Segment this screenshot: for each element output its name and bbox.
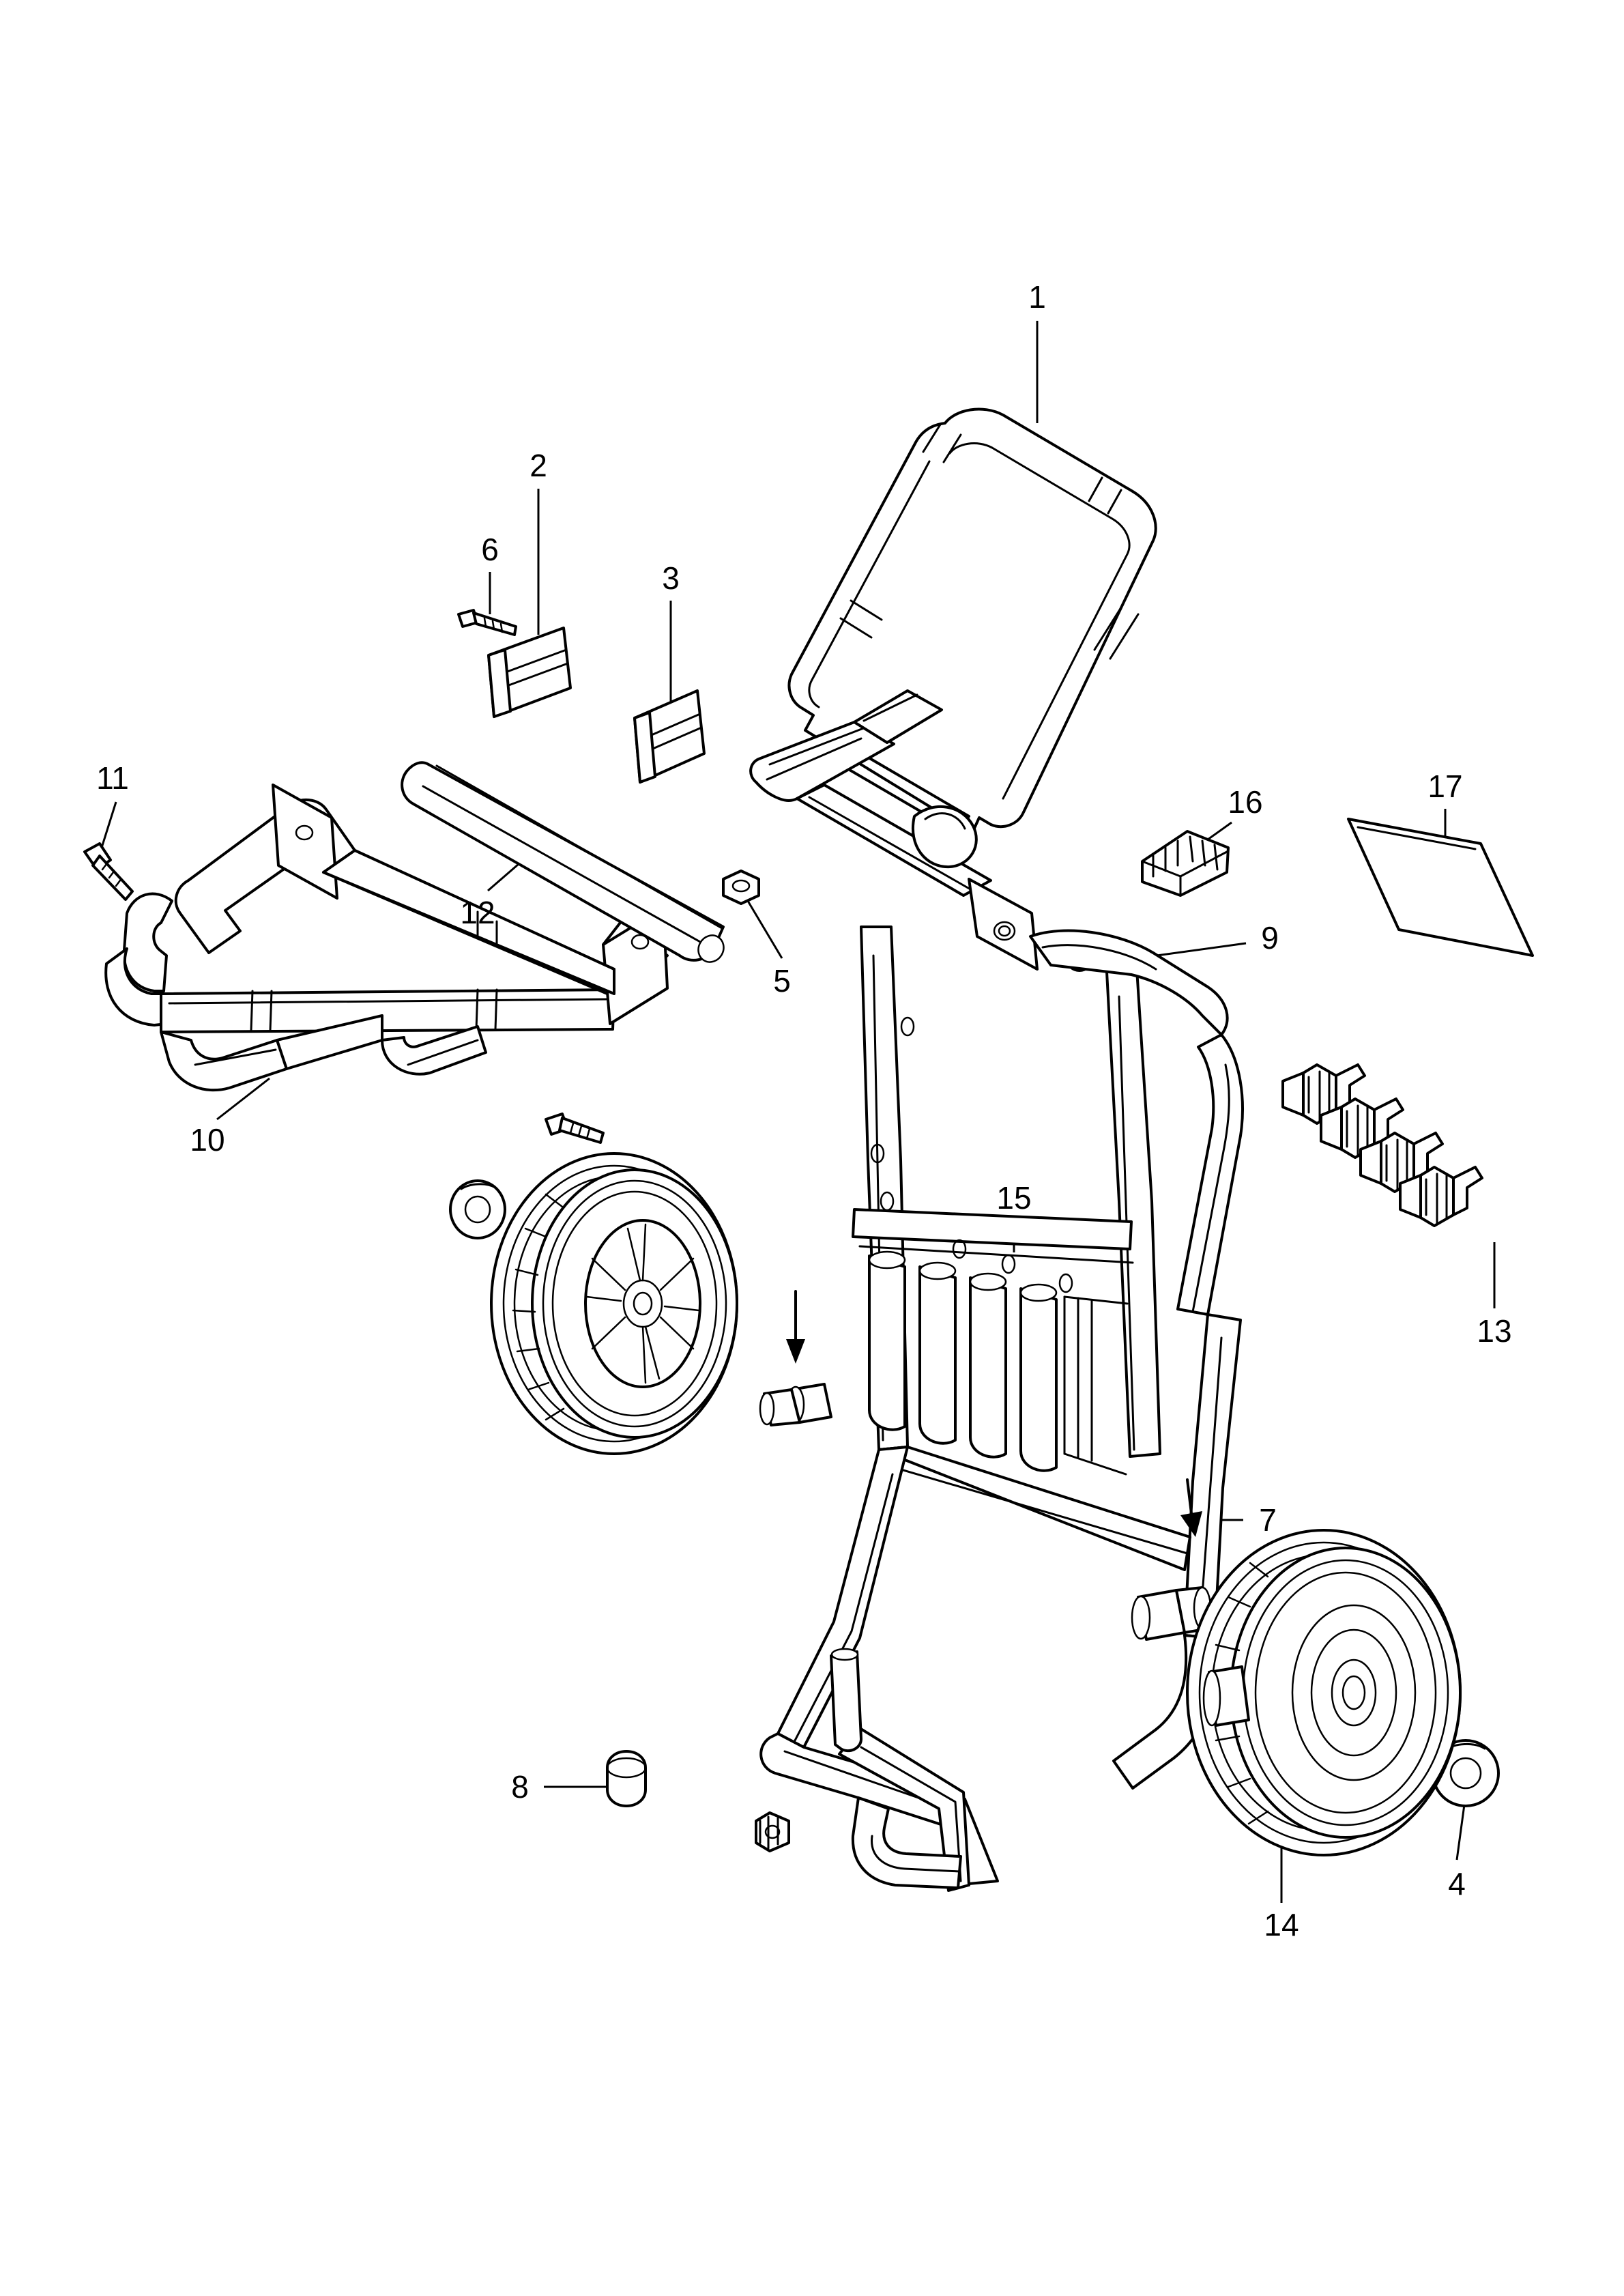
part-lower-support-frame (104, 784, 669, 1092)
part-end-cap (606, 1750, 647, 1807)
part-washer-left (449, 1179, 506, 1239)
part-terminal-block (1141, 830, 1230, 897)
callout-4: 4 (1448, 1866, 1466, 1902)
part-cross-bar (401, 761, 725, 963)
part-bracket-plate-3 (633, 689, 706, 784)
part-small-nut (755, 1811, 790, 1852)
part-screw-6 (457, 609, 517, 636)
knob-4 (1399, 1166, 1483, 1227)
callout-9: 9 (1261, 920, 1279, 956)
part-long-screw-11 (83, 842, 134, 901)
part-wheel-left (490, 1152, 805, 1455)
callout-6: 6 (481, 532, 499, 567)
part-lock-nut (722, 870, 760, 905)
callout-11: 11 (96, 760, 129, 796)
leader-lines (100, 321, 1496, 1903)
part-label-plate (1347, 818, 1534, 957)
part-bottle-rack (858, 1245, 1134, 1476)
callout-12: 12 (460, 895, 495, 930)
part-knob-set (1281, 1063, 1483, 1227)
callout-10: 10 (190, 1122, 225, 1158)
callout-3: 3 (662, 560, 680, 596)
callout-1: 1 (1028, 279, 1046, 315)
knob-2 (1320, 1097, 1404, 1159)
callout-14: 14 (1264, 1907, 1299, 1942)
callout-8: 8 (511, 1769, 529, 1805)
callout-17: 17 (1427, 769, 1463, 804)
part-bracket-plate-2 (487, 627, 572, 718)
callout-13: 13 (1477, 1313, 1512, 1349)
callout-5: 5 (773, 963, 791, 999)
assembly-arrow-left (786, 1290, 805, 1364)
callout-2: 2 (530, 448, 547, 483)
callout-15: 15 (996, 1180, 1032, 1216)
part-screw-axle (545, 1113, 605, 1144)
part-upper-handle-frame (749, 407, 1157, 972)
callout-7: 7 (1259, 1502, 1277, 1538)
part-wheel-right (1180, 1478, 1462, 1856)
assembly-arrow-right (1180, 1478, 1202, 1537)
callout-16: 16 (1228, 784, 1263, 820)
